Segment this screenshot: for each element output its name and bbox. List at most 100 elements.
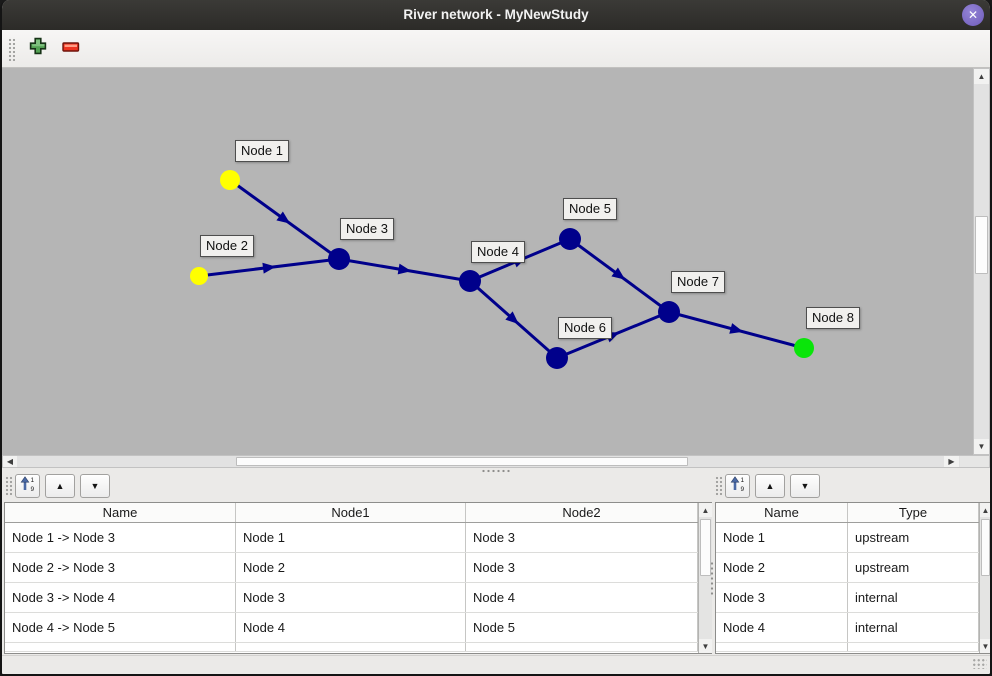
table-cell[interactable]: internal bbox=[848, 583, 979, 612]
canvas-horizontal-scrollbar[interactable]: ◀ ▶ bbox=[2, 455, 990, 468]
table-row-partial bbox=[5, 643, 711, 652]
table-cell[interactable]: Node 5 bbox=[466, 613, 698, 642]
scroll-up-icon[interactable]: ▲ bbox=[980, 503, 990, 517]
vertical-splitter[interactable] bbox=[710, 502, 714, 654]
table-cell[interactable]: Node 2 bbox=[236, 553, 466, 582]
table-cell[interactable]: Node 4 -> Node 5 bbox=[5, 613, 236, 642]
reaches-toolbar-grip-handle[interactable] bbox=[4, 474, 12, 497]
sort-ascending-icon: 1 9 bbox=[730, 475, 746, 497]
nodes-sort-button[interactable]: 1 9 bbox=[725, 473, 750, 498]
reaches-toolbar: 1 9 ▲ ▼ bbox=[4, 472, 115, 499]
table-cell bbox=[466, 643, 698, 651]
reaches-sort-button[interactable]: 1 9 bbox=[15, 473, 40, 498]
table-cell[interactable]: upstream bbox=[848, 523, 979, 552]
column-header[interactable]: Type bbox=[848, 503, 979, 522]
reaches-move-down-button[interactable]: ▼ bbox=[80, 473, 110, 498]
reaches-move-up-button[interactable]: ▲ bbox=[45, 473, 75, 498]
table-row-partial bbox=[716, 643, 990, 652]
svg-text:1: 1 bbox=[740, 477, 744, 484]
table-cell[interactable]: Node 4 bbox=[466, 583, 698, 612]
minus-icon bbox=[62, 40, 80, 58]
table-cell[interactable]: internal bbox=[848, 613, 979, 642]
network-node[interactable] bbox=[794, 338, 814, 358]
network-node[interactable] bbox=[190, 267, 208, 285]
nodes-move-up-button[interactable]: ▲ bbox=[755, 473, 785, 498]
table-cell[interactable]: Node 3 bbox=[716, 583, 848, 612]
scroll-right-icon[interactable]: ▶ bbox=[944, 456, 959, 467]
scroll-up-icon[interactable]: ▲ bbox=[699, 503, 712, 517]
close-button[interactable]: ✕ bbox=[962, 4, 984, 26]
window-title: River network - MyNewStudy bbox=[403, 7, 589, 22]
scroll-up-icon[interactable]: ▲ bbox=[974, 69, 989, 84]
network-node[interactable] bbox=[459, 270, 481, 292]
table-cell[interactable]: Node 1 bbox=[716, 523, 848, 552]
canvas-horizontal-scrollbar-thumb[interactable] bbox=[236, 457, 688, 466]
node-label: Node 6 bbox=[558, 317, 612, 339]
scroll-down-icon[interactable]: ▼ bbox=[974, 439, 989, 454]
splitter-grip-icon bbox=[710, 561, 714, 595]
toolbar-grip-handle[interactable] bbox=[7, 36, 15, 61]
table-cell[interactable]: Node 3 bbox=[236, 583, 466, 612]
network-node[interactable] bbox=[328, 248, 350, 270]
reaches-scrollbar-thumb[interactable] bbox=[700, 519, 711, 576]
column-header[interactable]: Name bbox=[5, 503, 236, 522]
title-bar[interactable]: River network - MyNewStudy ✕ bbox=[2, 0, 990, 30]
table-cell[interactable]: upstream bbox=[848, 553, 979, 582]
main-toolbar bbox=[2, 30, 990, 68]
edge-arrow-icon bbox=[262, 262, 276, 274]
edge-arrow-icon bbox=[505, 311, 519, 325]
nodes-scrollbar-thumb[interactable] bbox=[981, 519, 990, 576]
canvas-vertical-scrollbar[interactable]: ▲ ▼ bbox=[973, 68, 990, 455]
column-header[interactable]: Node2 bbox=[466, 503, 698, 522]
node-label: Node 2 bbox=[200, 235, 254, 257]
column-header[interactable]: Name bbox=[716, 503, 848, 522]
remove-node-button[interactable] bbox=[58, 36, 84, 62]
table-cell bbox=[848, 643, 979, 651]
canvas-vertical-scrollbar-thumb[interactable] bbox=[975, 216, 988, 274]
horizontal-splitter[interactable] bbox=[2, 468, 990, 474]
table-cell[interactable]: Node 4 bbox=[236, 613, 466, 642]
svg-text:9: 9 bbox=[740, 486, 744, 492]
scroll-down-icon[interactable]: ▼ bbox=[699, 639, 712, 653]
table-cell[interactable]: Node 3 bbox=[466, 523, 698, 552]
scroll-left-icon[interactable]: ◀ bbox=[3, 456, 17, 467]
reaches-table-scrollbar[interactable]: ▲ ▼ bbox=[698, 503, 712, 653]
sort-ascending-icon: 1 9 bbox=[20, 475, 36, 497]
add-node-button[interactable] bbox=[25, 36, 51, 62]
nodes-toolbar-grip-handle[interactable] bbox=[714, 474, 722, 497]
edge-arrow-icon bbox=[729, 323, 744, 334]
svg-text:9: 9 bbox=[30, 486, 34, 492]
arrow-up-icon: ▲ bbox=[55, 480, 65, 491]
nodes-move-down-button[interactable]: ▼ bbox=[790, 473, 820, 498]
nodes-table-scrollbar[interactable]: ▲ ▼ bbox=[979, 503, 990, 653]
network-node[interactable] bbox=[546, 347, 568, 369]
table-cell[interactable]: Node 1 -> Node 3 bbox=[5, 523, 236, 552]
network-node[interactable] bbox=[658, 301, 680, 323]
table-cell[interactable]: Node 3 bbox=[466, 553, 698, 582]
window-resize-grip[interactable] bbox=[972, 658, 987, 669]
table-cell[interactable]: Node 3 -> Node 4 bbox=[5, 583, 236, 612]
table-cell[interactable]: Node 4 bbox=[716, 613, 848, 642]
status-bar bbox=[2, 655, 990, 672]
scroll-down-icon[interactable]: ▼ bbox=[980, 639, 990, 653]
table-cell[interactable]: Node 1 bbox=[236, 523, 466, 552]
table-cell[interactable]: Node 2 bbox=[716, 553, 848, 582]
network-node[interactable] bbox=[559, 228, 581, 250]
column-header[interactable]: Node1 bbox=[236, 503, 466, 522]
node-label: Node 8 bbox=[806, 307, 860, 329]
network-node[interactable] bbox=[220, 170, 240, 190]
table-cell[interactable]: Node 2 -> Node 3 bbox=[5, 553, 236, 582]
node-label: Node 3 bbox=[340, 218, 394, 240]
